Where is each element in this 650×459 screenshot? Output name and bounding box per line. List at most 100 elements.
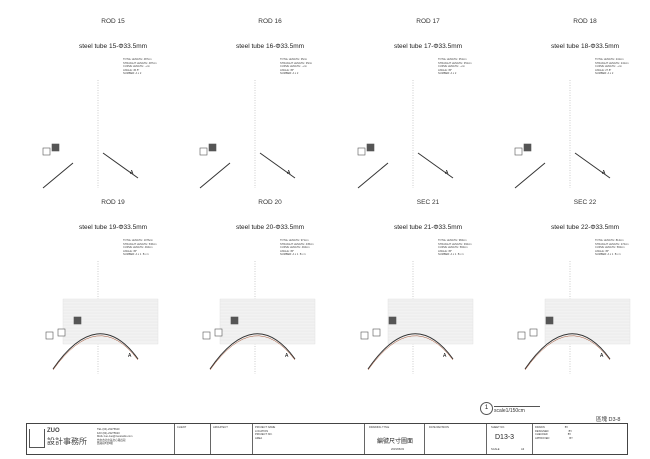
tube-line [199, 162, 231, 189]
sheet-no: D13-3 [495, 434, 515, 441]
curved-tube [524, 333, 611, 370]
tube-title: steel tube 16-Φ33.5mm [235, 43, 305, 50]
curved-tube-highlight [367, 335, 454, 371]
tube-drawing: A [514, 80, 611, 189]
drawn-label: CHECKED [535, 433, 548, 437]
marker-box [372, 328, 381, 337]
spec-line: TOTAL LENGTH: 812cm [595, 239, 624, 242]
tube-line [514, 162, 546, 189]
sheet-no-cell: SHEET NO. D13-3 SCALE A3 [487, 424, 533, 454]
drawn-by: BY [564, 426, 569, 429]
tube-line [357, 162, 389, 189]
client-label: CLIENT [177, 426, 187, 429]
contact-line: MAIL:zuo-zuo@zuostudio.com [97, 435, 133, 439]
curved-tube-highlight [52, 335, 139, 371]
logo-subtitle: 設計事務所 [47, 437, 87, 446]
project-field: LOCATION [255, 429, 269, 433]
contact-line: TEL:(04)-23275620 [97, 428, 120, 431]
marker-box [202, 331, 211, 340]
label-a: A [445, 170, 449, 176]
drawing-title-label: DRAWING TITLE [369, 426, 390, 429]
label-a: A [128, 353, 132, 359]
logo-mark-icon [29, 429, 45, 448]
spec-line: TOTAL LENGTH: 487cm [123, 58, 152, 61]
spec-line: NUMBER: A x 2 [280, 72, 299, 76]
marker-box [523, 143, 532, 152]
project-field: PROJECT NAME [255, 426, 276, 429]
marker-box [73, 316, 82, 325]
drawn-by: BY [569, 436, 573, 440]
marker-box [514, 147, 523, 156]
spec-line: CURVE LENGTH: --cm [280, 65, 307, 69]
spec-line: CURVE LENGTH: 494cm [280, 246, 310, 250]
spec-line: STRAIGHT LENGTH: 35cm [280, 61, 313, 65]
marker-box [57, 328, 66, 337]
spec-line: CURVE LENGTH: --cm [438, 65, 465, 69]
tube-line [42, 162, 74, 189]
tube-drawing: A [517, 261, 631, 374]
spec-line: TOTAL LENGTH: 351cm [438, 58, 467, 61]
revision-cell: DATE REVISION [425, 424, 487, 454]
spec-line: STRAIGHT LENGTH: 435cm [280, 242, 314, 246]
drawn-label: DESIGNED [535, 429, 549, 433]
drawing-title-cell: DRAWING TITLE 編號尺寸圖面 2015/06/03 [365, 424, 425, 454]
client-cell: CLIENT [175, 424, 211, 454]
tube-title: steel tube 15-Φ33.5mm [78, 43, 148, 50]
spec-line: CURVE LENGTH: 494cm [123, 246, 153, 250]
rod-title: ROD 19 [101, 199, 125, 206]
project-field: PROJECT NO. [255, 433, 273, 437]
rod-title: ROD 18 [573, 18, 597, 25]
tube-line [417, 152, 454, 179]
tube-drawing: A [42, 80, 139, 189]
tube-title: steel tube 17-Φ33.5mm [393, 43, 463, 50]
drawn-row: CHECKED BY [535, 433, 625, 437]
sheet-ref: 區塊 D3-8 [596, 417, 621, 423]
marker-box [545, 316, 554, 325]
spec-line: NUMBER: A x 1 B x 1 [280, 253, 306, 257]
spec-line: STRAIGHT LENGTH: 536cm [123, 242, 157, 246]
spec-line: NUMBER: A x 2 [123, 72, 142, 76]
drawing-date: 2015/06/03 [391, 448, 404, 451]
tube-drawing: A [199, 80, 296, 189]
scale-circle: 1 [480, 402, 493, 415]
rod-title: SEC 22 [573, 199, 597, 206]
label-a: A [285, 353, 289, 359]
rod-title: ROD 17 [416, 18, 440, 25]
spec-line: STRAIGHT LENGTH: 351cm [438, 61, 472, 65]
curved-tube [52, 333, 139, 370]
marker-box [42, 147, 51, 156]
label-a: A [602, 170, 606, 176]
tube-title: steel tube 20-Φ33.5mm [235, 224, 305, 231]
spec-line: CURVE LENGTH: 592cm [595, 246, 625, 250]
architect-cell: ARCHITECT [211, 424, 253, 454]
label-a: A [130, 170, 134, 176]
curved-tube [367, 333, 454, 370]
drawn-by: BY [567, 433, 572, 437]
spec-line: STRAIGHT LENGTH: 392cm [438, 242, 472, 246]
tube-drawing: A [45, 261, 159, 374]
marker-box [199, 147, 208, 156]
marker-box [208, 143, 217, 152]
scale-line [494, 406, 540, 407]
spec-line: ANGLE: 27.8° [595, 68, 612, 72]
scale-label: SCALE [491, 448, 500, 451]
label-a: A [600, 353, 604, 359]
rod-title: ROD 15 [101, 18, 125, 25]
spec-line: TOTAL LENGTH: 35cm [280, 58, 308, 61]
spec-line: STRAIGHT LENGTH: 274cm [595, 242, 629, 246]
spec-line: TOTAL LENGTH: 241cm [595, 58, 624, 61]
curved-tube-highlight [524, 335, 611, 371]
drawn-label: APPROVED [535, 436, 550, 440]
revision-label: DATE REVISION [429, 426, 449, 429]
